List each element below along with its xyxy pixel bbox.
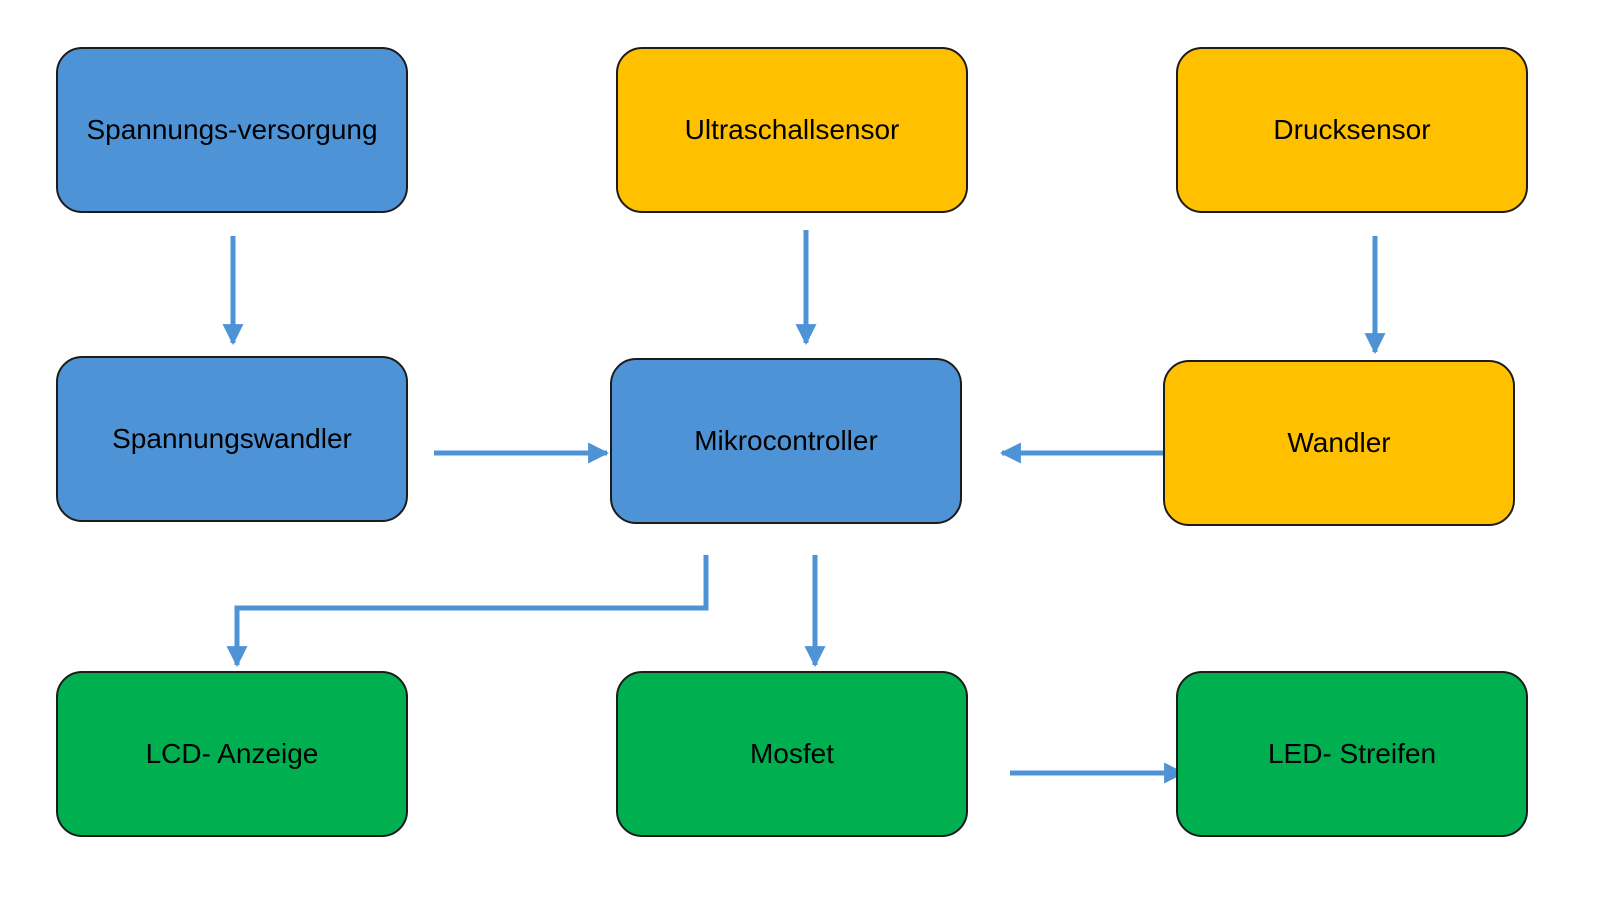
node-label: Mosfet (749, 738, 835, 769)
node-label: Spannungs-versorgung (86, 114, 378, 145)
node-label: LCD- Anzeige (145, 738, 319, 769)
node-spannungswandler: Spannungswandler (56, 356, 408, 522)
node-ultraschallsensor: Ultraschallsensor (616, 47, 968, 213)
node-drucksensor: Drucksensor (1176, 47, 1528, 213)
node-lcd-anzeige: LCD- Anzeige (56, 671, 408, 837)
node-led-streifen: LED- Streifen (1176, 671, 1528, 837)
node-wandler: Wandler (1163, 360, 1515, 526)
node-label: LED- Streifen (1267, 738, 1437, 769)
node-label: Wandler (1287, 427, 1391, 458)
node-label: Mikrocontroller (694, 425, 878, 456)
arrow-mikrocontroller-to-lcd-anzeige (226, 555, 709, 668)
node-label: Spannungswandler (112, 423, 352, 454)
node-mosfet: Mosfet (616, 671, 968, 837)
node-spannungsversorgung: Spannungs-versorgung (56, 47, 408, 213)
node-label: Drucksensor (1273, 114, 1431, 145)
node-mikrocontroller: Mikrocontroller (610, 358, 962, 524)
node-label: Ultraschallsensor (684, 114, 900, 145)
